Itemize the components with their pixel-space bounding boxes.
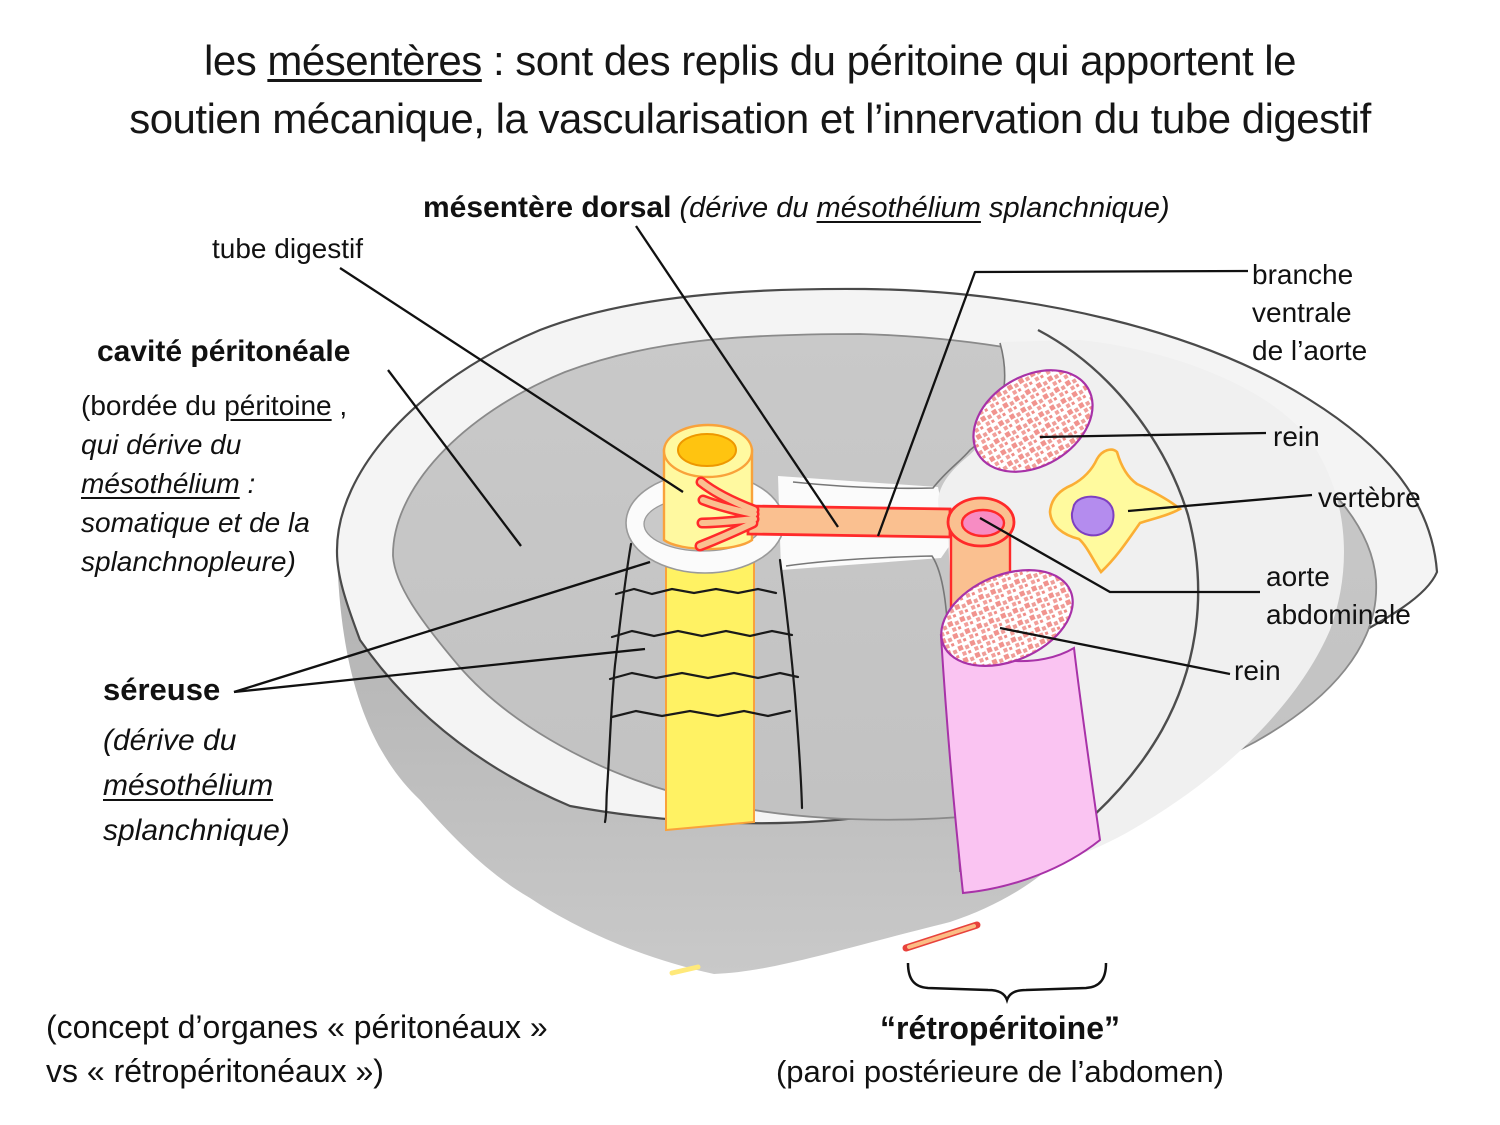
- leader-cavite: [387, 369, 522, 547]
- leader-rein-bas: [999, 626, 1231, 676]
- kidney-lower: [939, 569, 1102, 895]
- cavite-line5: splanchnopleure): [81, 546, 296, 577]
- leader-branche-ventrale: [876, 269, 1249, 537]
- cavite-line1: (bordée du péritoine ,: [81, 390, 348, 421]
- leader-sereuse-2: [233, 647, 646, 694]
- label-aorte-abdominale: aorte abdominale: [1266, 561, 1411, 630]
- label-sereuse: séreuse: [103, 672, 221, 707]
- sereuse-line2: mésothélium: [103, 769, 274, 802]
- leader-tube-digestif: [339, 267, 684, 493]
- retroperitoine-brace: [906, 962, 1108, 1004]
- retroperitoine-title: “rétropéritoine”: [879, 1010, 1121, 1046]
- label-tube-digestif: tube digestif: [212, 233, 363, 264]
- leader-aorte: [979, 517, 1260, 594]
- gut-tube-sliver: [669, 964, 701, 976]
- aorta-cross-section: [946, 496, 1016, 548]
- spinal-canal: [1070, 495, 1115, 537]
- dorsal-mesentery: [694, 476, 1016, 552]
- leader-mesentere-dorsal: [635, 225, 839, 528]
- vertebra-bone: [1048, 448, 1183, 575]
- aorta-band-sliver-fill: [907, 924, 976, 949]
- label-mesentere-dorsal: mésentère dorsal (dérive du mésothélium …: [423, 191, 1170, 224]
- kidney-lower-body: [939, 634, 1102, 895]
- underlined-word-mesenteres: mésentères: [267, 37, 482, 84]
- slide-title-line2: soutien mécanique, la vascularisation et…: [129, 95, 1371, 142]
- retroperitoine-subtitle: (paroi postérieure de l’abdomen): [775, 1054, 1225, 1089]
- footer-concept-note: (concept d’organes « péritonéaux » vs « …: [46, 1009, 548, 1089]
- cavite-line3: mésothélium :: [81, 468, 256, 499]
- slide-title-line1: les mésentères : sont des replis du péri…: [204, 37, 1297, 84]
- wall-inner-edge-right: [1007, 328, 1200, 877]
- label-cavite-description: (bordée du péritoine , qui dérive du més…: [81, 386, 347, 581]
- gut-lumen: [677, 433, 737, 467]
- leader-vertebre: [1127, 493, 1313, 513]
- slide-title: les mésentères : sont des replis du péri…: [0, 32, 1500, 148]
- mesenteric-vessels: [694, 476, 760, 552]
- label-rein-bas: rein: [1234, 655, 1281, 686]
- cut-face-slivers: [669, 921, 981, 976]
- kidney-lower-cut-face: [940, 569, 1074, 667]
- leader-rein-haut: [1039, 431, 1267, 439]
- label-vertebre: vertèbre: [1318, 482, 1421, 513]
- sereuse-line3: splanchnique): [103, 814, 290, 847]
- vertebra: [1048, 448, 1183, 575]
- aorta-lumen: [960, 508, 1006, 538]
- kidney-upper: [972, 369, 1094, 473]
- footer-retroperitoine: “rétropéritoine” (paroi postérieure de l…: [700, 1006, 1300, 1094]
- cavite-line4: somatique et de la: [81, 507, 310, 538]
- leader-sereuse-1: [233, 560, 651, 694]
- mesentery-band: [746, 504, 952, 539]
- serosa-folds: [603, 542, 804, 824]
- label-cavite-peritoneale: cavité péritonéale: [97, 335, 351, 368]
- label-sereuse-description: (dérive du mésothélium splanchnique): [103, 718, 290, 853]
- leader-lines: [233, 225, 1313, 694]
- label-branche-ventrale-aorte: branche ventrale de l’aorte: [1252, 259, 1368, 366]
- sereuse-line1: (dérive du: [103, 724, 237, 757]
- label-rein-haut: rein: [1273, 421, 1320, 452]
- cavite-line2: qui dérive du: [81, 429, 242, 460]
